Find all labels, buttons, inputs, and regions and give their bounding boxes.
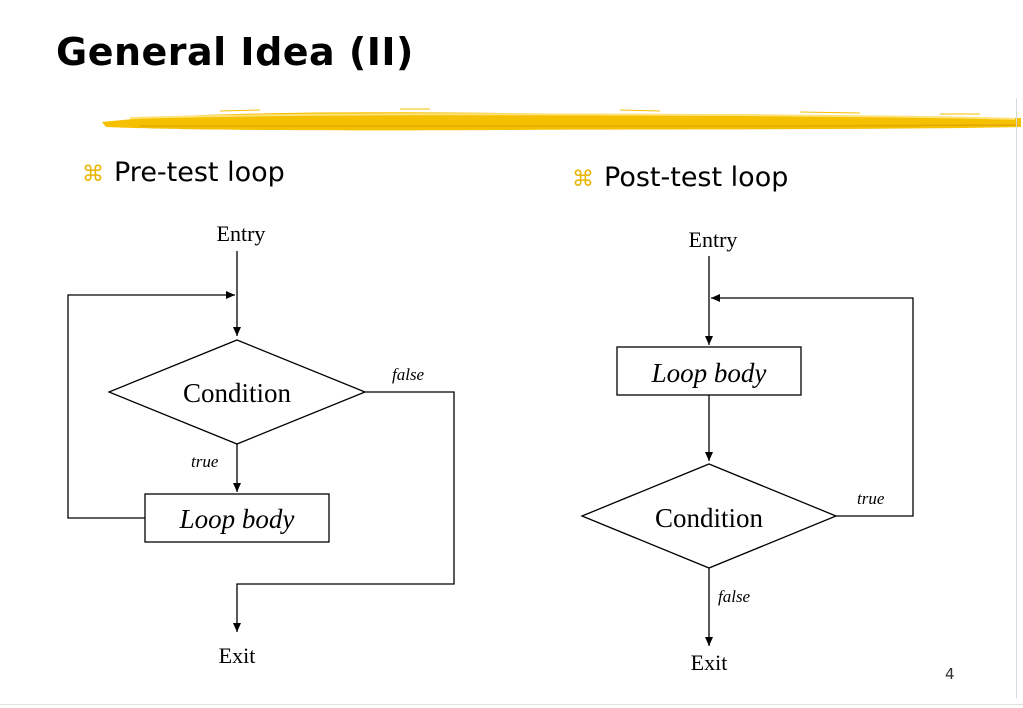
bottom-border-line (0, 704, 1023, 705)
pre-test-exit-label: Exit (219, 643, 256, 668)
post-test-loop-back-arrow (711, 294, 914, 517)
pre-test-false-label: false (392, 365, 425, 384)
right-border-line (1016, 98, 1017, 698)
post-test-loop-body-box (616, 346, 802, 396)
post-test-exit-label: Exit (691, 650, 728, 675)
pre-test-false-arrow (233, 391, 455, 632)
command-key-icon: ⌘ (572, 167, 594, 192)
pre-test-loop-body-box (144, 493, 330, 543)
title-underline-brush (102, 108, 1021, 131)
pre-test-flowchart: Entry Condition true Loop body false Exi… (67, 221, 455, 668)
page-number: 4 (945, 665, 955, 683)
pre-test-entry-label: Entry (217, 221, 266, 246)
post-test-entry-label: Entry (689, 227, 738, 252)
command-key-icon: ⌘ (82, 162, 104, 187)
post-test-heading-text: Post-test loop (604, 162, 789, 193)
pre-test-true-label: true (191, 452, 219, 471)
slide-title: General Idea (II) (56, 30, 414, 74)
pre-test-condition-label: Condition (183, 378, 292, 408)
pre-test-heading-text: Pre-test loop (114, 157, 285, 188)
post-test-loop-body-label: Loop body (651, 358, 767, 388)
post-test-flowchart: Entry Loop body Condition true false Exi… (580, 227, 914, 675)
post-test-true-label: true (857, 489, 885, 508)
post-test-condition-label: Condition (655, 503, 764, 533)
post-test-false-label: false (718, 587, 751, 606)
pre-test-heading: ⌘ Pre-test loop (82, 157, 285, 188)
pre-test-loop-body-label: Loop body (179, 504, 295, 534)
post-test-heading: ⌘ Post-test loop (572, 162, 788, 193)
pre-test-loop-back-arrow (67, 291, 235, 519)
